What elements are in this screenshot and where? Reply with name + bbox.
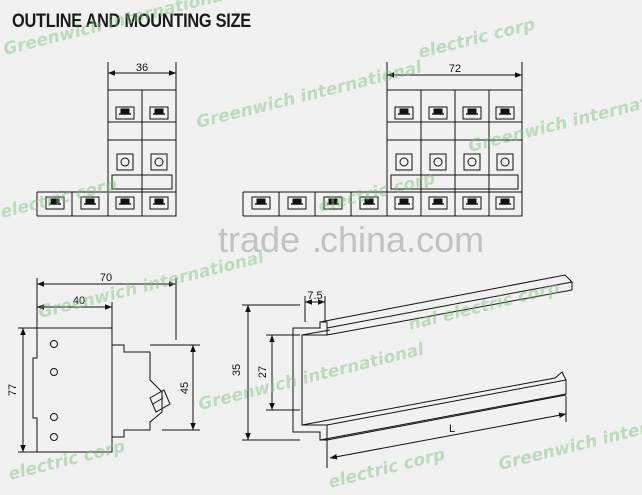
breaker-side-view — [18, 278, 200, 453]
dim-front-height: 45 — [179, 382, 191, 394]
watermark-company-top-right: electric corp — [416, 15, 537, 63]
breaker-2p-front-view — [36, 62, 177, 217]
dim-height: 77 — [7, 384, 19, 396]
din-rail-drawing — [242, 274, 574, 468]
site-watermark: trade . china.com — [218, 219, 484, 260]
page-title: OUTLINE AND MOUNTING SIZE — [12, 11, 251, 32]
dim-rail-flange: 7.5 — [307, 290, 322, 302]
watermark-company-rail: nal electric corp — [406, 278, 561, 335]
dim-rail-inner: 27 — [257, 366, 269, 378]
dim-double-width: 72 — [449, 63, 461, 75]
watermark-site-dot: . — [312, 219, 322, 260]
dim-single-width: 36 — [136, 62, 148, 74]
watermark-site-a: trade — [218, 219, 300, 260]
breaker-4p-front-view — [242, 62, 523, 217]
watermark-company-bottom-left: electric corp — [6, 437, 127, 485]
watermark-company-bottom-right: Greenwich international — [496, 399, 642, 475]
watermark-site-b: china.com — [320, 219, 484, 260]
watermark-company-mid: electric corp — [316, 169, 437, 217]
dim-rail-length: L — [449, 423, 455, 435]
dim-depth: 70 — [100, 272, 112, 284]
watermark-company-topleft: Greenwich international — [1, 0, 232, 60]
dim-depth-inner: 40 — [73, 295, 85, 307]
watermark-company-right: Greenwich international — [466, 81, 642, 157]
dim-rail-height: 35 — [231, 364, 243, 376]
watermark-company-bottom-mid: electric corp — [326, 445, 447, 493]
watermark-company-top: Greenwich international — [194, 57, 425, 133]
